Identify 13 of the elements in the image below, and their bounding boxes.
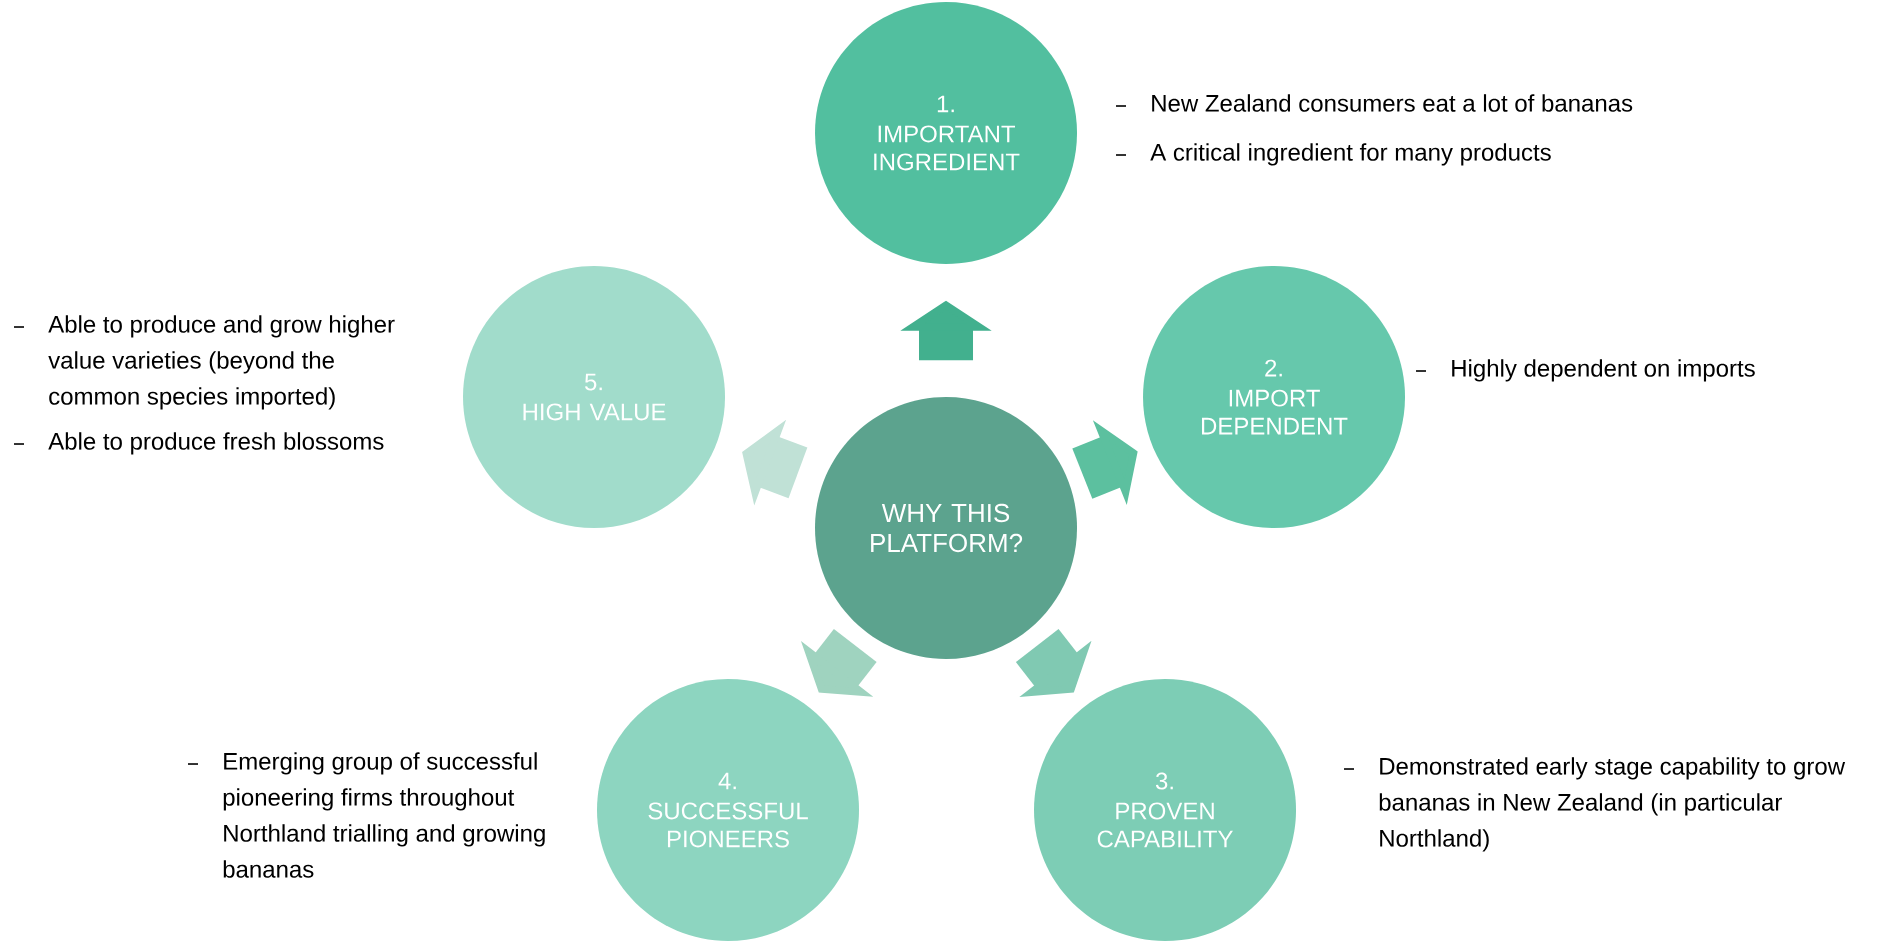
bullet-item: A critical ingredient for many products [1115,143,1551,166]
bullet-item: Demonstrated early stage capability to grow bananas in New Zealand (in particular Northland) [1343,757,1846,852]
bullet-item: Highly dependent on imports [1415,359,1755,382]
circle-node: 1. IMPORTANT INGREDIENT [815,2,1077,264]
bullet-item: Emerging group of successful pioneering firms throughout Northland trialling and growing bananas [187,752,545,878]
circle-node: WHY THIS PLATFORM? [815,397,1077,659]
circle-node: 5. HIGH VALUE [463,266,725,528]
bullet-item: New Zealand consumers eat a lot of bananas [1115,94,1633,112]
bullet-item: Able to produce and grow higher value varieties (beyond the common species imported) [13,315,395,410]
circle-node: 4. SUCCESSFUL PIONEERS [597,679,859,941]
circle-node: 3. PROVEN CAPABILITY [1034,679,1296,941]
bullet-item: Able to produce fresh blossoms [13,432,384,455]
circle-node: 2. IMPORT DEPENDENT [1143,266,1405,528]
